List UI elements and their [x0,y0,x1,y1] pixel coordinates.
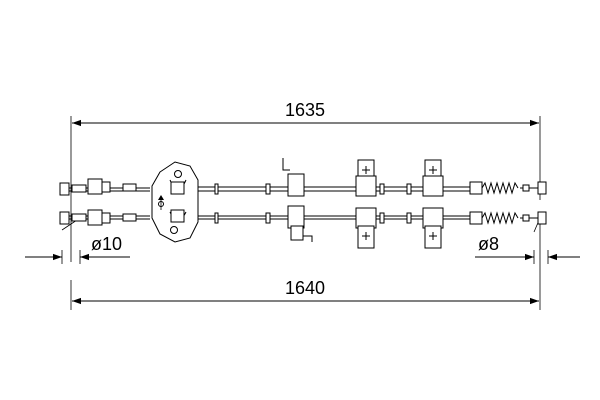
right-diameter-label: ø8 [478,234,499,254]
left-diameter-label: ø10 [91,234,122,254]
lower-left-end-fitting [59,211,70,225]
upper-left-end-fitting [59,182,70,196]
cable-clip-left [282,158,313,242]
upper-right-end-fitting [537,181,547,195]
lower-left-nut [87,209,103,226]
lower-right-end-fitting [537,211,547,225]
lower-right-adjuster [469,211,483,225]
upper-cable [59,178,547,196]
bottom-length-label: 1640 [285,278,325,298]
upper-right-adjuster [469,181,483,195]
upper-right-spring [481,181,519,195]
upper-left-nut [87,178,103,195]
equalizer-bracket [151,161,199,243]
mounting-bracket-1 [355,159,377,249]
top-length-label: 1635 [285,100,325,120]
mounting-bracket-2 [422,159,444,249]
lower-right-spring [481,211,519,225]
